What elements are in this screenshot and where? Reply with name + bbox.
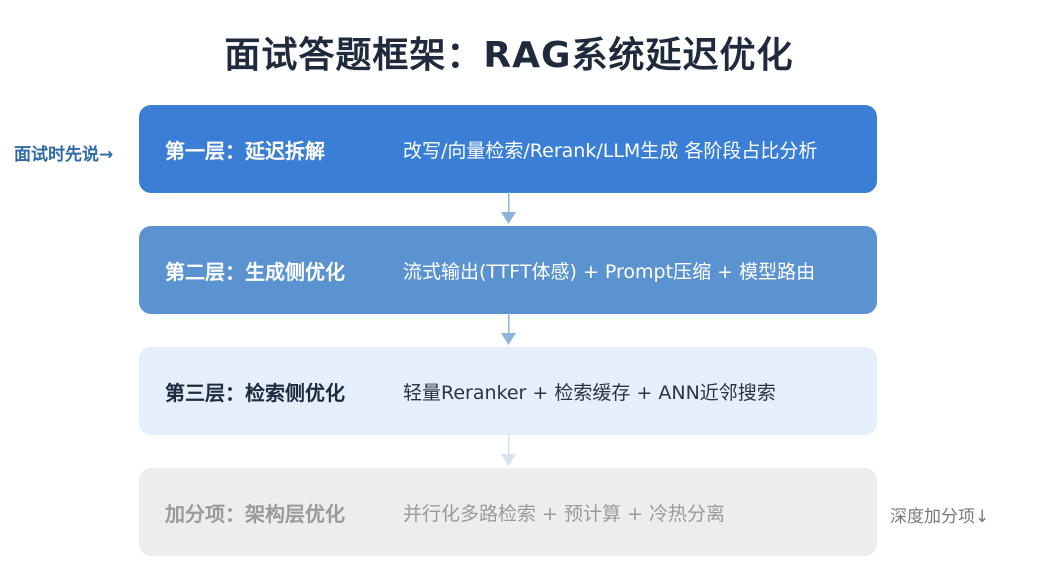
arrow-down-icon [508, 313, 510, 339]
arrowhead-icon [501, 454, 516, 466]
layer-2-desc: 流式输出(TTFT体感) + Prompt压缩 + 模型路由 [403, 260, 816, 283]
arrow-down-icon [508, 434, 510, 460]
layer-1-latency-breakdown: 第一层：延迟拆解 改写/向量检索/Rerank/LLM生成 各阶段占比分析 [139, 105, 877, 193]
layer-3-retrieval-optimization: 第三层：检索侧优化 轻量Reranker + 检索缓存 + ANN近邻搜索 [139, 347, 877, 435]
arrowhead-icon [501, 333, 516, 345]
arrowhead-icon [501, 212, 516, 224]
layer-1-desc: 改写/向量检索/Rerank/LLM生成 各阶段占比分析 [403, 139, 818, 162]
layer-bonus-desc: 并行化多路检索 + 预计算 + 冷热分离 [403, 502, 725, 525]
layer-3-desc: 轻量Reranker + 检索缓存 + ANN近邻搜索 [403, 381, 776, 404]
note-say-first: 面试时先说→ [14, 145, 114, 165]
layer-2-generation-optimization: 第二层：生成侧优化 流式输出(TTFT体感) + Prompt压缩 + 模型路由 [139, 226, 877, 314]
page-title: 面试答题框架：RAG系统延迟优化 [224, 35, 794, 76]
layer-3-name: 第三层：检索侧优化 [165, 380, 345, 405]
layer-2-name: 第二层：生成侧优化 [165, 259, 345, 284]
arrow-down-icon [508, 192, 510, 218]
layer-bonus-name: 加分项：架构层优化 [165, 501, 345, 526]
layer-bonus-architecture-optimization: 加分项：架构层优化 并行化多路检索 + 预计算 + 冷热分离 [139, 468, 877, 556]
note-depth-bonus: 深度加分项↓ [890, 507, 990, 527]
layer-1-name: 第一层：延迟拆解 [165, 138, 325, 163]
